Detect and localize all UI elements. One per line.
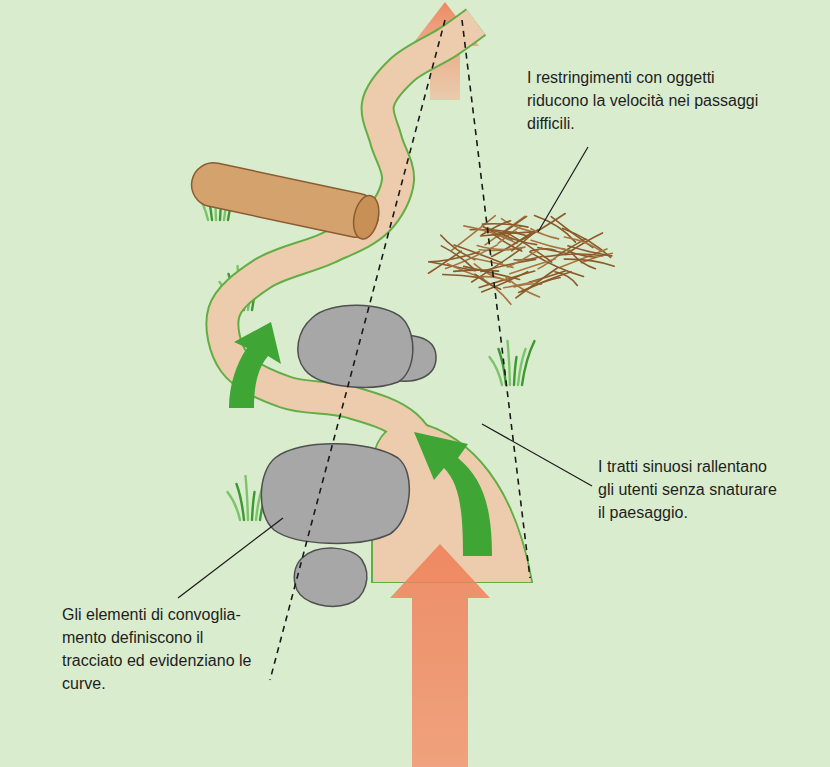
grass-blade [237, 484, 245, 520]
flow-arrows [229, 322, 492, 556]
leader-line [482, 424, 592, 486]
brush-twig [441, 235, 475, 260]
log-body [188, 159, 383, 242]
grass-blade [499, 349, 507, 385]
brush-twig [516, 268, 558, 298]
brush-twig [481, 259, 536, 271]
brush-twig [454, 270, 499, 271]
dashed-line [270, 20, 445, 680]
brush-twig [483, 224, 529, 227]
brush-twig [544, 254, 603, 257]
dashed-line [462, 20, 530, 578]
brush-twig [519, 272, 572, 293]
rocks [261, 305, 436, 606]
brush-twig [510, 259, 555, 274]
brush-twig [429, 251, 462, 273]
grass-blade [508, 341, 511, 385]
grass-blade [490, 357, 503, 385]
leader-lines [178, 147, 592, 598]
brush-twig [531, 240, 570, 250]
brush-twig [507, 233, 551, 262]
rock [294, 548, 367, 606]
brush-twig [477, 246, 511, 250]
leader-line [538, 147, 588, 232]
grass-blade [252, 492, 255, 520]
brush-twig [522, 278, 560, 292]
brush-twig [563, 228, 611, 257]
brush-twig [564, 237, 602, 252]
callout-text: I restringimenti con oggetti riducono la… [527, 66, 762, 135]
log-end [350, 193, 383, 241]
brush-twig [475, 274, 511, 304]
grass-blade [514, 357, 517, 385]
brush-twig [508, 248, 542, 267]
grass-blade [228, 492, 241, 520]
grass-blade [522, 341, 535, 385]
brush-twig [482, 272, 528, 292]
callout-text: Gli elementi di convoglia- mento definis… [62, 603, 262, 695]
rock [261, 444, 409, 544]
leader-line [178, 518, 283, 598]
brush-twig [492, 233, 532, 257]
grass-blade [246, 476, 249, 520]
brush-twig [570, 250, 596, 268]
brush-twig [564, 259, 614, 266]
brush-twig [488, 228, 516, 233]
curve-arrow [414, 432, 492, 556]
brush-twig [560, 249, 607, 268]
rock [298, 305, 413, 387]
direction-arrow [390, 544, 490, 767]
speed-cone [270, 20, 530, 680]
callout-text: I tratti sinuosi rallentano gli utenti s… [598, 455, 778, 524]
curve-arrow [229, 322, 281, 408]
brush-twig [531, 229, 559, 239]
brush-twig [476, 275, 501, 290]
log [188, 159, 383, 242]
brush-pile [429, 214, 615, 305]
